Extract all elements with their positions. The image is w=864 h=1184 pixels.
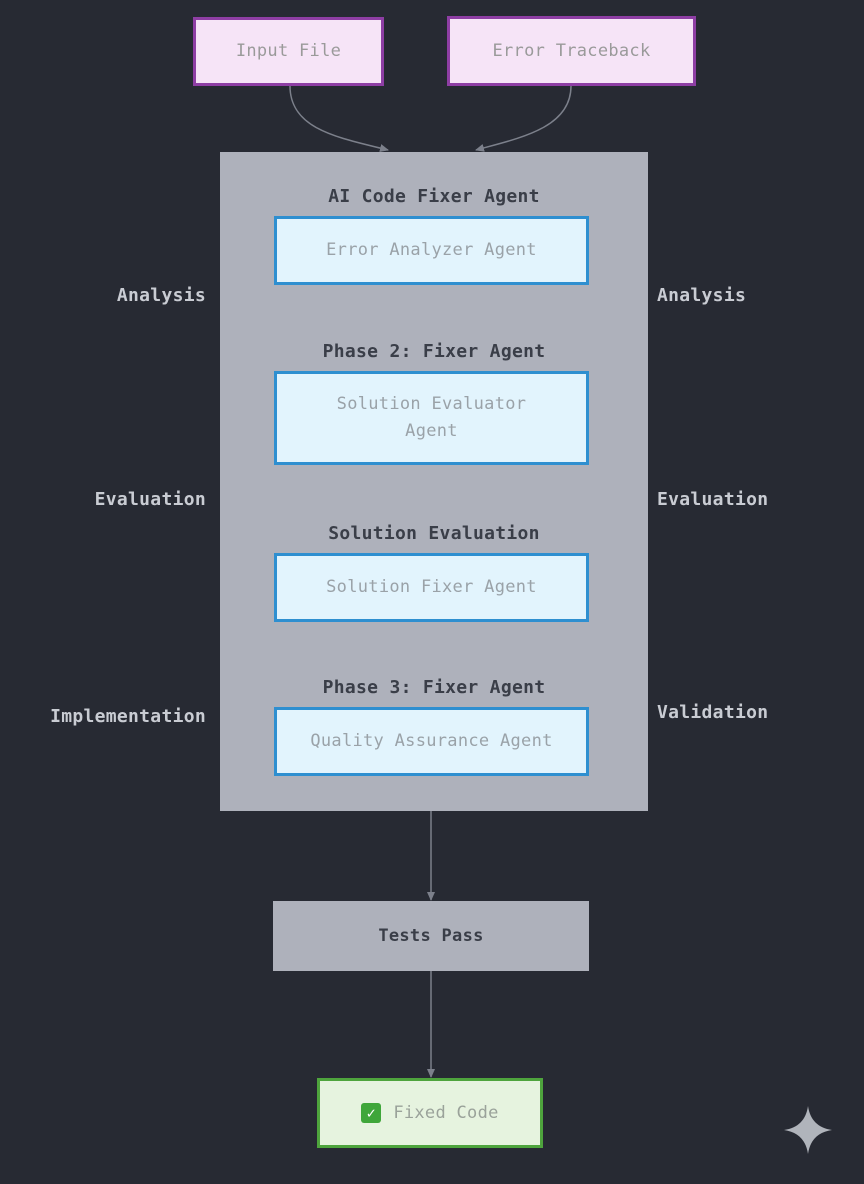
input-file-label: Input File	[235, 41, 342, 61]
solution-evaluation-label: Solution Evaluation	[328, 523, 540, 544]
group-title: AI Code Fixer Agent	[328, 186, 540, 207]
solution-fixer-agent-node: Solution Fixer Agent	[274, 553, 589, 622]
solution-evaluator-agent-node: Solution Evaluator Agent	[274, 371, 589, 465]
tests-pass-label: Tests Pass	[378, 925, 484, 946]
phase-3-label: Phase 3: Fixer Agent	[322, 677, 546, 698]
sparkle-icon	[784, 1106, 832, 1154]
solution-evaluator-agent-label-line1: Solution Evaluator	[336, 394, 527, 414]
error-traceback-node: Error Traceback	[447, 16, 696, 86]
left-label-implementation: Implementation	[50, 706, 206, 727]
edge-traceback-to-group	[475, 85, 572, 152]
fixed-code-node: ✓ Fixed Code	[317, 1078, 543, 1148]
left-label-analysis: Analysis	[116, 285, 206, 306]
left-label-evaluation: Evaluation	[94, 489, 206, 510]
right-label-analysis: Analysis	[657, 285, 747, 306]
quality-assurance-agent-label: Quality Assurance Agent	[310, 731, 553, 751]
check-icon: ✓	[361, 1103, 382, 1123]
solution-evaluator-agent-label-line2: Agent	[405, 421, 458, 441]
right-label-evaluation: Evaluation	[657, 489, 769, 510]
solution-fixer-agent-label: Solution Fixer Agent	[326, 577, 537, 597]
error-analyzer-agent-node: Error Analyzer Agent	[274, 216, 589, 285]
error-analyzer-agent-label: Error Analyzer Agent	[326, 240, 537, 260]
right-label-validation: Validation	[657, 702, 769, 723]
tests-pass-node: Tests Pass	[273, 901, 589, 971]
fixed-code-label: Fixed Code	[393, 1102, 499, 1123]
edge-input-file-to-group	[289, 85, 389, 152]
error-traceback-label: Error Traceback	[492, 40, 651, 61]
input-file-node: Input File	[193, 17, 384, 86]
quality-assurance-agent-node: Quality Assurance Agent	[274, 707, 589, 776]
phase-2-label: Phase 2: Fixer Agent	[322, 341, 546, 362]
